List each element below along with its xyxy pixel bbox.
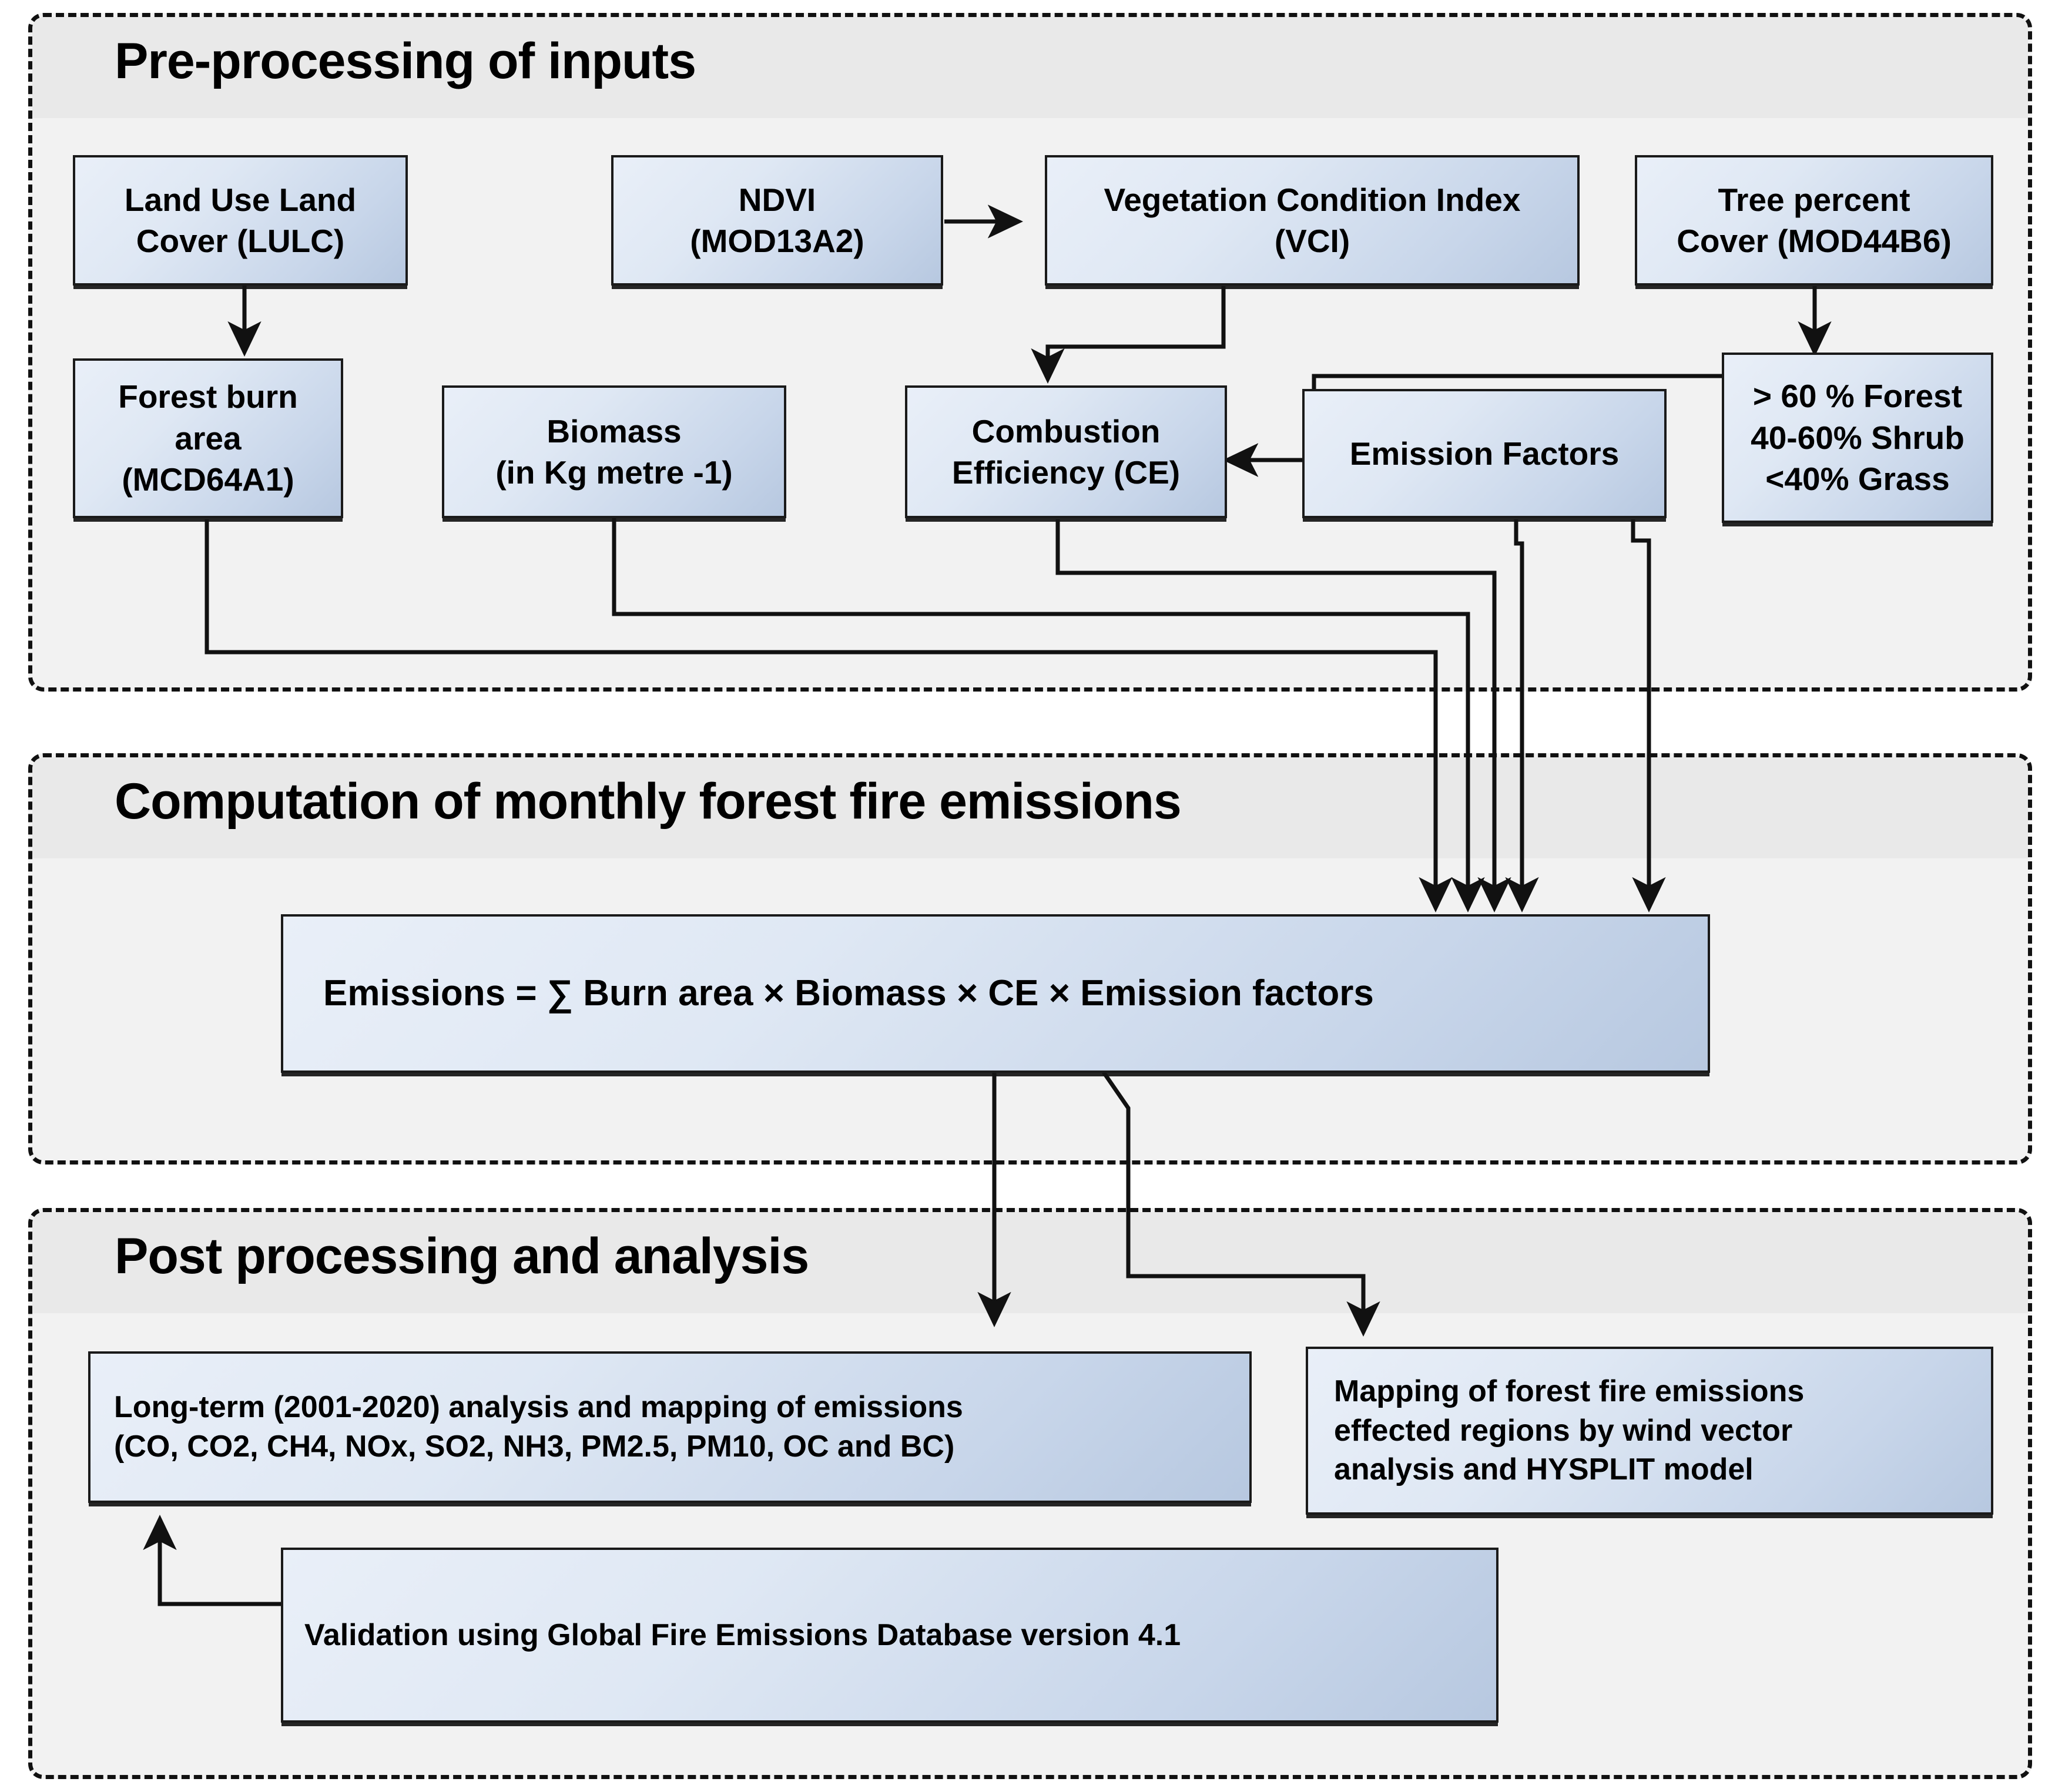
node-forest-burn-area-label: Forest burn area (MCD64A1) xyxy=(118,378,298,498)
node-mapping-hysplit[interactable]: Mapping of forest fire emissions effecte… xyxy=(1306,1347,1993,1515)
node-combustion-efficiency-label: Combustion Efficiency (CE) xyxy=(951,412,1181,491)
node-lulc-label: Land Use Land Cover (LULC) xyxy=(124,181,357,259)
node-biomass-label: Biomass (in Kg metre -1) xyxy=(495,412,733,491)
node-emissions-equation[interactable]: Emissions = ∑ Burn area × Biomass × CE ×… xyxy=(281,914,1710,1073)
node-emission-factors-label: Emission Factors xyxy=(1349,435,1620,472)
node-lulc[interactable]: Land Use Land Cover (LULC) xyxy=(73,155,408,286)
node-forest-burn-area[interactable]: Forest burn area (MCD64A1) xyxy=(73,358,343,518)
section-post-processing-header xyxy=(32,1212,2028,1313)
node-combustion-efficiency[interactable]: Combustion Efficiency (CE) xyxy=(905,385,1227,518)
node-validation-gfed-label: Validation using Global Fire Emissions D… xyxy=(304,1618,1181,1652)
node-validation-gfed[interactable]: Validation using Global Fire Emissions D… xyxy=(281,1548,1498,1723)
node-tree-percent-cover-label: Tree percent Cover (MOD44B6) xyxy=(1677,181,1952,259)
node-tree-percent-cover[interactable]: Tree percent Cover (MOD44B6) xyxy=(1635,155,1993,286)
section-post-processing-title: Post processing and analysis xyxy=(115,1228,809,1284)
section-pre-processing-title: Pre-processing of inputs xyxy=(115,33,696,89)
node-ndvi-label: NDVI (MOD13A2) xyxy=(690,181,864,259)
node-emissions-equation-label: Emissions = ∑ Burn area × Biomass × CE ×… xyxy=(323,973,1374,1014)
node-ndvi[interactable]: NDVI (MOD13A2) xyxy=(611,155,943,286)
node-cover-classes-label: > 60 % Forest 40-60% Shrub <40% Grass xyxy=(1751,378,1965,498)
node-vci-label: Vegetation Condition Index (VCI) xyxy=(1104,181,1521,259)
section-computation-title: Computation of monthly forest fire emiss… xyxy=(115,773,1182,830)
node-longterm-analysis-label: Long-term (2001-2020) analysis and mappi… xyxy=(114,1390,963,1464)
node-cover-classes[interactable]: > 60 % Forest 40-60% Shrub <40% Grass xyxy=(1722,353,1993,523)
node-mapping-hysplit-label: Mapping of forest fire emissions effecte… xyxy=(1334,1374,1805,1487)
node-biomass[interactable]: Biomass (in Kg metre -1) xyxy=(442,385,786,518)
section-pre-processing-header xyxy=(32,17,2028,118)
node-emission-factors[interactable]: Emission Factors xyxy=(1302,389,1667,518)
node-vci[interactable]: Vegetation Condition Index (VCI) xyxy=(1045,155,1580,286)
node-longterm-analysis[interactable]: Long-term (2001-2020) analysis and mappi… xyxy=(88,1351,1252,1503)
